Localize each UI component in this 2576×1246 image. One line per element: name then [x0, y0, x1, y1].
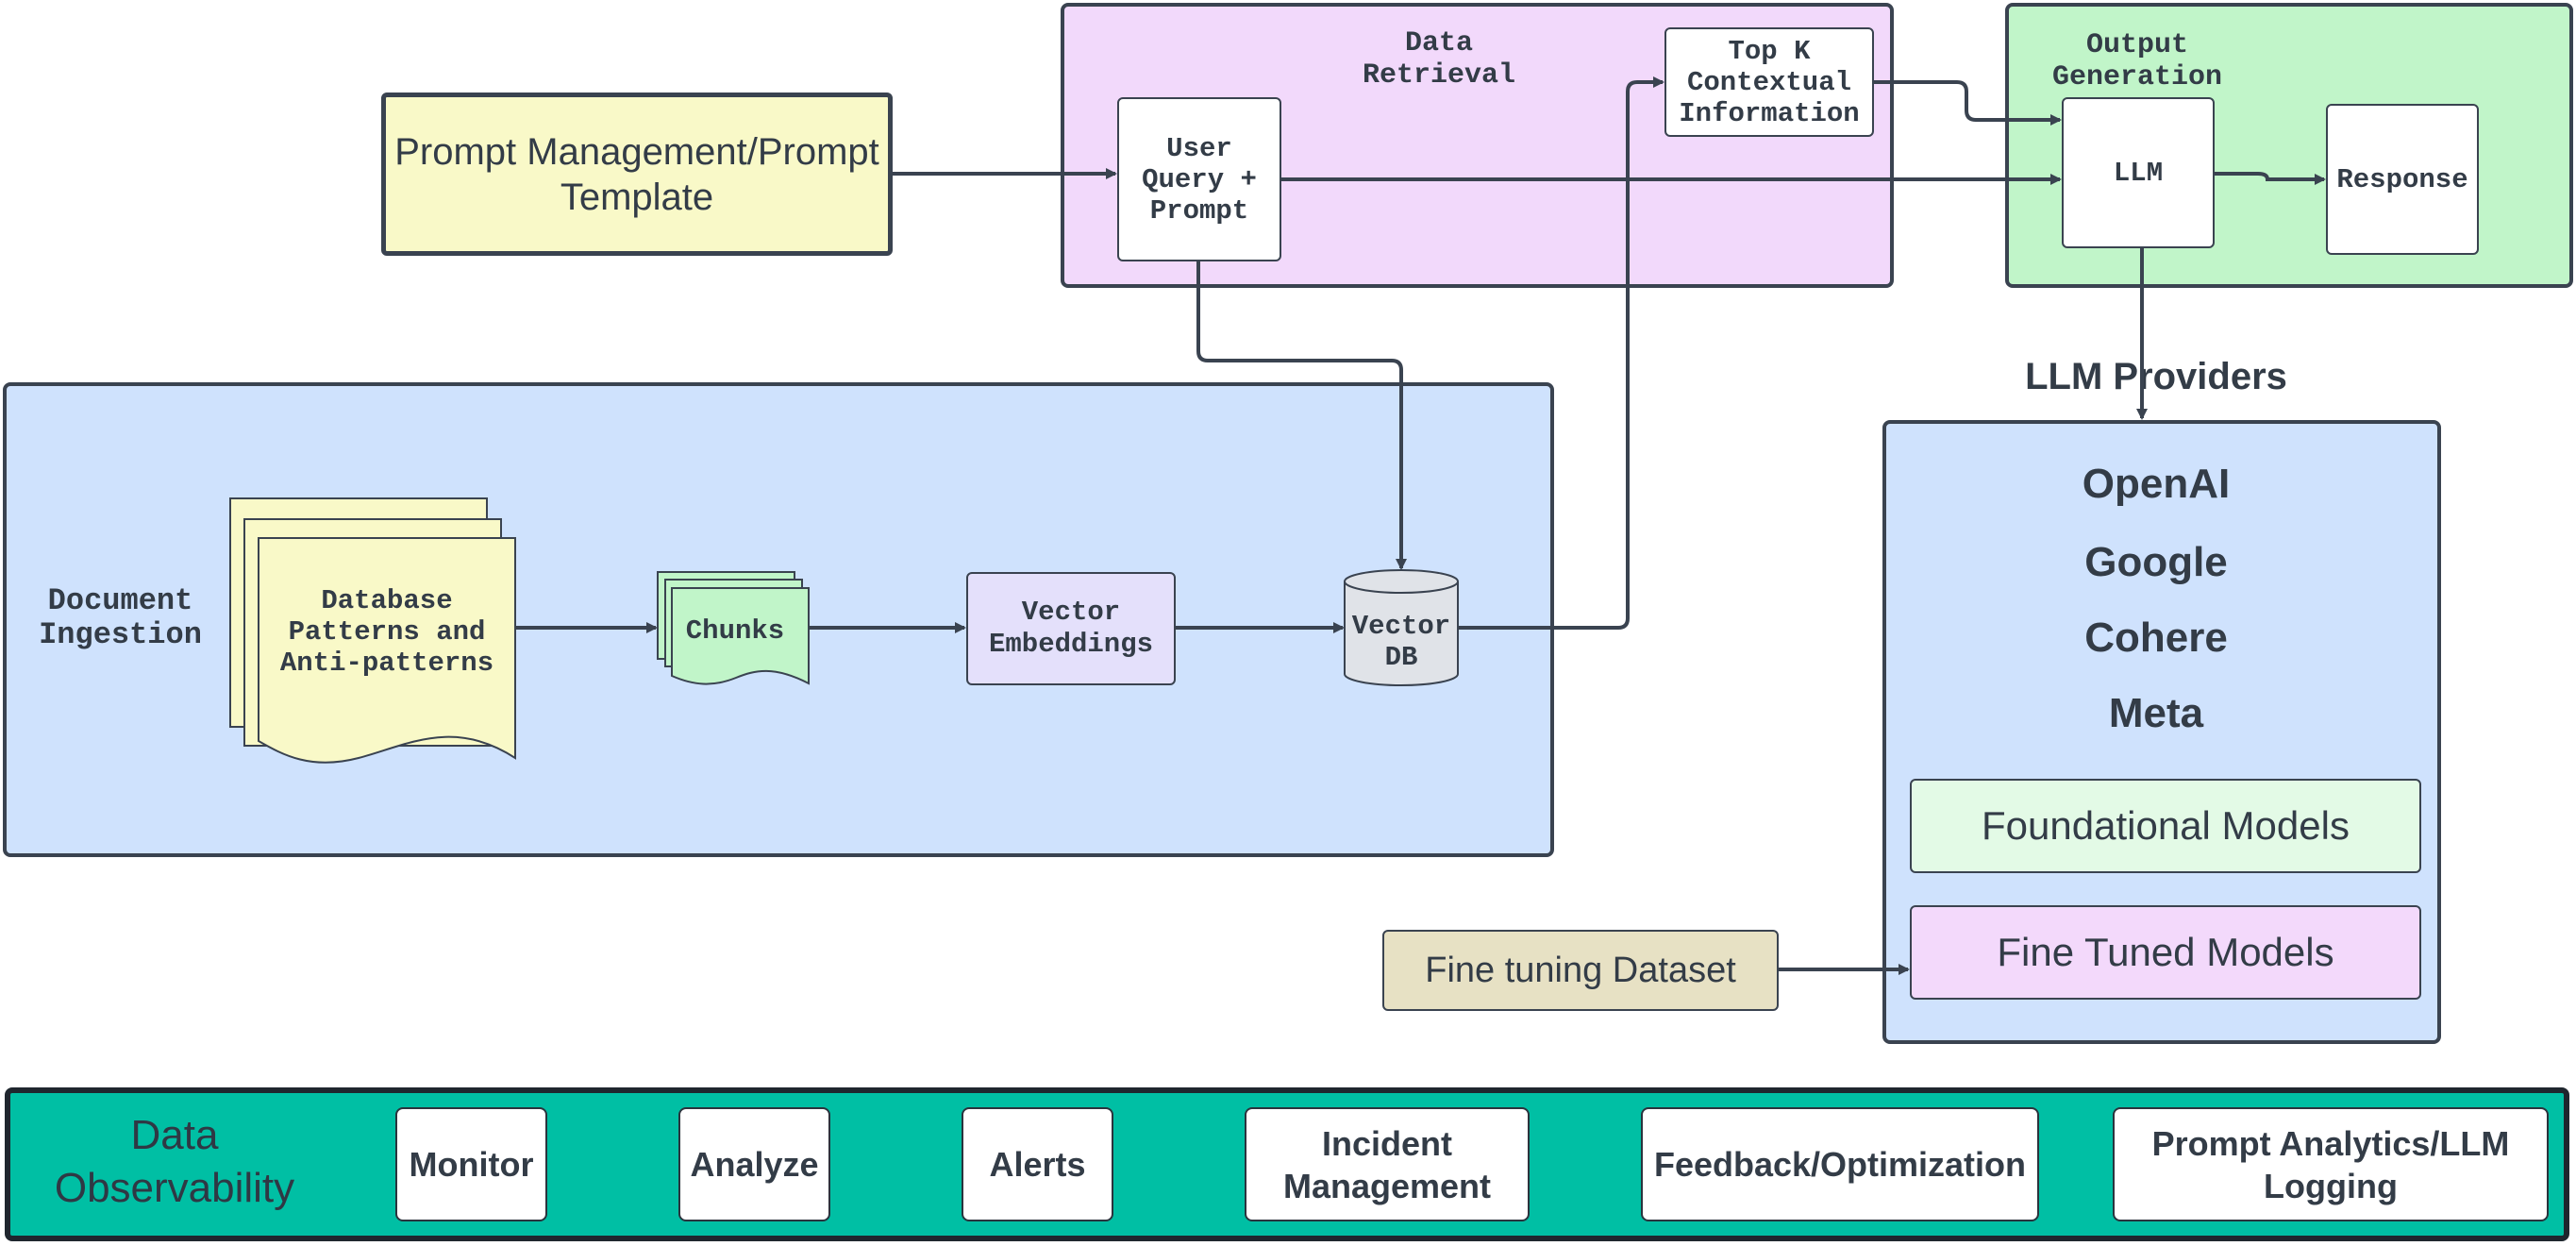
vector-embeddings-box[interactable]: Vector Embeddings	[966, 572, 1176, 685]
prompt-management-box[interactable]: Prompt Management/Prompt Template	[381, 93, 893, 256]
user-query-label: User Query + Prompt	[1142, 132, 1257, 227]
feedback-optimization-button[interactable]: Feedback/Optimization	[1641, 1107, 2039, 1221]
document-ingestion-title: Document Ingestion	[39, 583, 202, 652]
foundational-models-box[interactable]: Foundational Models	[1910, 779, 2421, 873]
response-box[interactable]: Response	[2326, 104, 2479, 255]
top-k-label: Top K Contextual Information	[1679, 35, 1860, 129]
monitor-button[interactable]: Monitor	[395, 1107, 547, 1221]
response-label: Response	[2336, 163, 2468, 195]
fine-tuning-dataset-box[interactable]: Fine tuning Dataset	[1382, 930, 1779, 1011]
provider-openai: OpenAI	[2082, 461, 2231, 507]
alerts-button[interactable]: Alerts	[962, 1107, 1113, 1221]
prompt-management-label: Prompt Management/Prompt Template	[394, 130, 879, 218]
observability-title: Data Observability	[54, 1111, 295, 1211]
foundational-models-label: Foundational Models	[1982, 803, 2350, 848]
user-query-box[interactable]: User Query + Prompt	[1117, 97, 1281, 261]
output-generation-title: Output Generation	[2051, 29, 2223, 93]
data-retrieval-title: Data Retrieval	[1362, 27, 1516, 92]
top-k-box[interactable]: Top K Contextual Information	[1664, 27, 1874, 137]
vector-embeddings-label: Vector Embeddings	[988, 597, 1154, 660]
prompt-analytics-button[interactable]: Prompt Analytics/LLM Logging	[2113, 1107, 2549, 1221]
provider-google: Google	[2084, 539, 2228, 585]
document-ingestion-region	[3, 382, 1554, 857]
llm-providers-title: LLM Providers	[2025, 355, 2287, 397]
fine-tuning-dataset-label: Fine tuning Dataset	[1425, 950, 1736, 990]
provider-meta: Meta	[2108, 690, 2204, 736]
llm-label: LLM	[2113, 157, 2164, 189]
incident-management-button[interactable]: Incident Management	[1245, 1107, 1530, 1221]
fine-tuned-models-box[interactable]: Fine Tuned Models	[1910, 905, 2421, 1000]
analyze-button[interactable]: Analyze	[678, 1107, 830, 1221]
fine-tuned-models-label: Fine Tuned Models	[1997, 930, 2334, 974]
llm-box[interactable]: LLM	[2062, 97, 2215, 248]
provider-cohere: Cohere	[2084, 615, 2228, 661]
